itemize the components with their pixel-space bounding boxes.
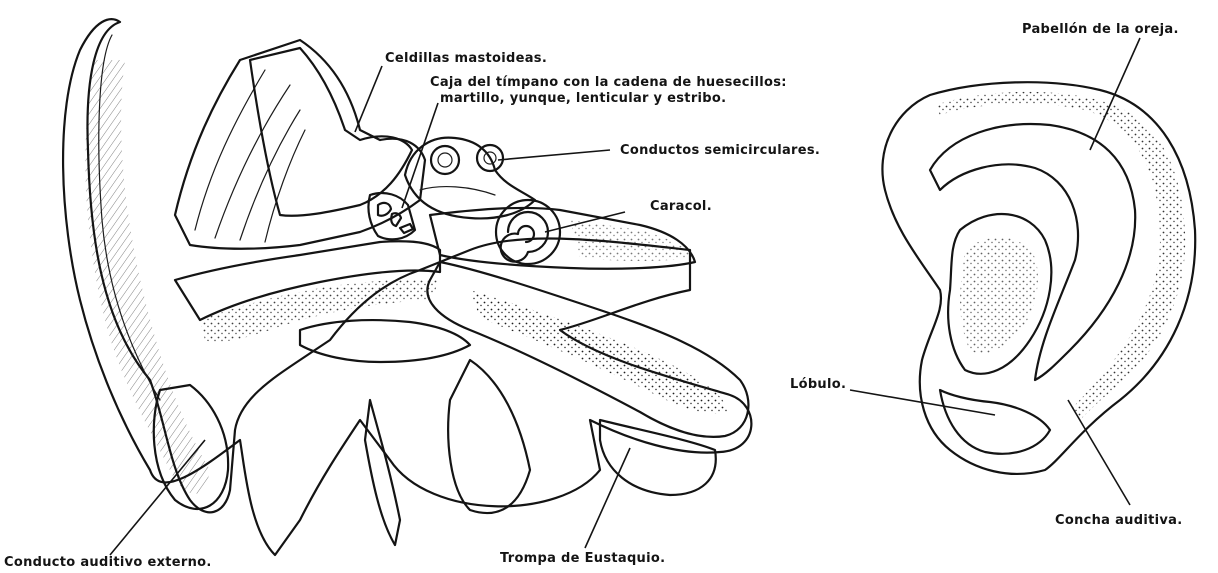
pinna-external-view [882, 82, 1195, 474]
label-conducto-auditivo: Conducto auditivo externo. [4, 555, 212, 570]
label-semicirculares: Conductos semicirculares. [620, 143, 820, 158]
petrous-stipple [570, 220, 692, 261]
lower-bone-mass [300, 320, 470, 362]
leader-concha [1068, 400, 1130, 505]
lobule-outline [940, 390, 1050, 454]
temporal-bone-upper [175, 40, 425, 249]
concha-stipple [960, 238, 1038, 354]
pinna-hatching [85, 60, 210, 494]
leader-celdillas [355, 66, 382, 132]
label-lobulo: Lóbulo. [790, 377, 846, 392]
leader-conducto [110, 440, 205, 555]
label-caja-line2: martillo, yunque, lenticular y estribo. [440, 91, 726, 106]
leader-lobulo [850, 390, 995, 415]
label-pabellon: Pabellón de la oreja. [1022, 22, 1179, 37]
label-concha: Concha auditiva. [1055, 513, 1182, 528]
pharyngeal-region [448, 360, 530, 513]
label-celdillas: Celdillas mastoideas. [385, 51, 547, 66]
mastoid-cells [250, 48, 412, 216]
styloid-process [365, 400, 400, 545]
antihelix [930, 124, 1135, 380]
canal-wall-stipple [200, 279, 440, 342]
label-caracol: Caracol. [650, 199, 712, 214]
semicircular-canals [405, 138, 535, 219]
label-caja-line1: Caja del tímpano con la cadena de huesec… [430, 75, 787, 90]
cochlea [496, 200, 560, 264]
leader-semicirculares [498, 150, 610, 160]
label-trompa: Trompa de Eustaquio. [500, 551, 665, 566]
